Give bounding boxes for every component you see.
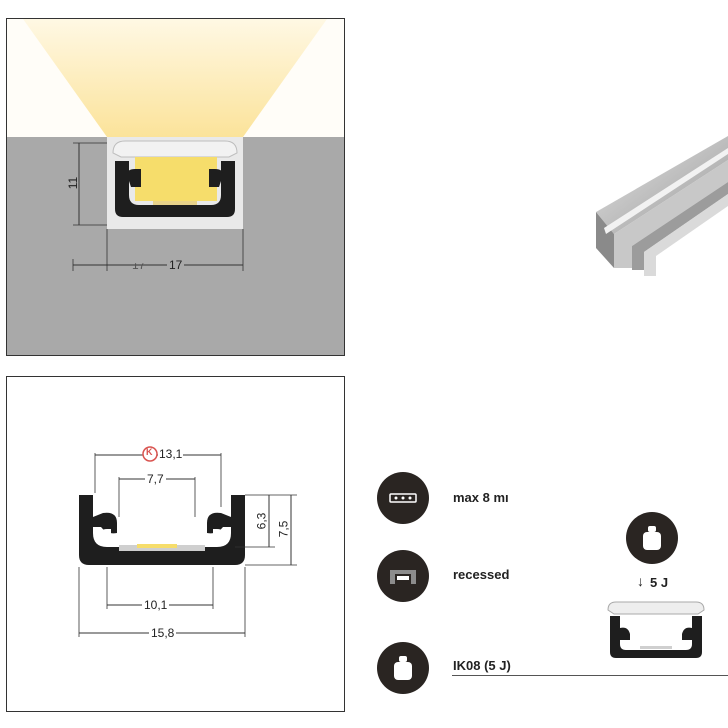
installation-illustration [7, 19, 344, 355]
dim-diffuser-width: 13,1 [158, 447, 184, 461]
width-dimension-label: 17 [167, 258, 185, 272]
width-dimension-label-partial: 17 [132, 258, 146, 272]
feature-label-recessed: recessed [453, 567, 510, 582]
height-dimension-label: 11 [66, 176, 81, 190]
diffuser [112, 140, 238, 158]
cross-section-panel: K 13,1 7,7 6,3 7,5 10,1 15,8 [6, 376, 345, 712]
impact-weight-icon [626, 512, 678, 564]
impact-profile-drawing [607, 601, 705, 658]
dim-outer-height: 7,5 [276, 520, 291, 538]
installation-view-panel: 11 17 17 [6, 18, 345, 356]
led-strip [153, 201, 197, 205]
led-strip-icon [377, 472, 429, 524]
dim-base-inner: 10,1 [142, 598, 170, 612]
led-glow [135, 157, 217, 201]
aluminium-profile [115, 161, 235, 217]
feature-label-max-width: max 8 mı [453, 490, 509, 505]
dim-inner-top: 7,7 [145, 472, 166, 486]
divider-line [452, 675, 728, 676]
product-photo [596, 136, 728, 276]
impact-weight-icon [377, 642, 429, 694]
k-marker-letter: K [146, 447, 153, 457]
recessed-mount-icon [377, 550, 429, 602]
dim-base-outer: 15,8 [149, 626, 177, 640]
dim-inner-height: 6,3 [254, 512, 269, 530]
cross-section-drawing [78, 446, 297, 637]
impact-energy-label: 5 J [650, 575, 669, 590]
light-beam [23, 19, 327, 137]
k-marker-icon [142, 446, 158, 462]
feature-label-impact: IK08 (5 J) [453, 658, 511, 673]
down-arrow-icon: ↓ [637, 573, 644, 589]
